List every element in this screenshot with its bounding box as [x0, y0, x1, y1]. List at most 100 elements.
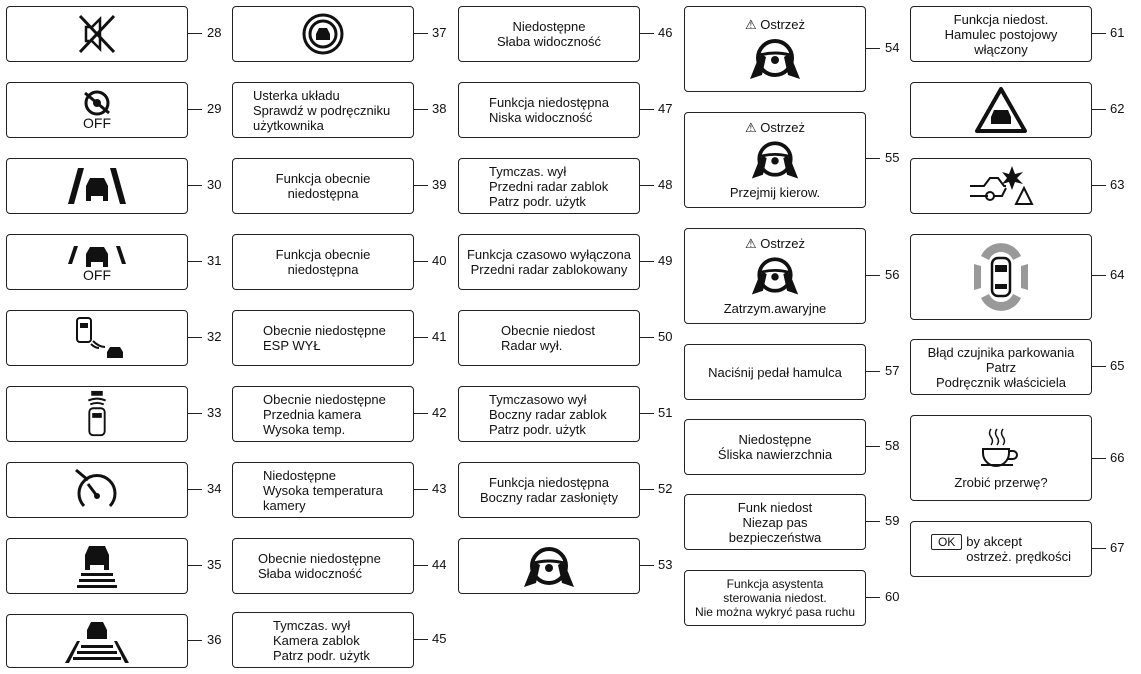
item-67-number: 67 — [1110, 540, 1125, 555]
hands-on-wheel-icon — [751, 257, 799, 295]
item-45-box: Tymczas. wył Kamera zablok Patrz podr. u… — [232, 612, 414, 668]
item-48-box: Tymczas. wył Przedni radar zablok Patrz … — [458, 158, 640, 214]
item-43-box: Niedostępne Wysoka temperatura kamery — [232, 462, 414, 518]
item-53-number: 53 — [658, 557, 673, 572]
item-38-line-1: Usterka układu — [253, 87, 340, 103]
item-57-box: Naciśnij pedał hamulca — [684, 344, 866, 400]
item-62-number: 62 — [1110, 101, 1125, 116]
item-49-box: Funkcja czasowo wyłączona Przedni radar … — [458, 234, 640, 290]
item-40-box: Funkcja obecnie niedostępna — [232, 234, 414, 290]
item-41-number: 41 — [432, 329, 447, 344]
item-46-box: Niedostępne Słaba widoczność — [458, 6, 640, 62]
item-66-number: 66 — [1110, 450, 1125, 465]
item-59-line-1: Funk niedost — [737, 499, 813, 515]
item-64-number: 64 — [1110, 267, 1125, 282]
item-57-number: 57 — [885, 363, 900, 378]
item-66-box: Zrobić przerwę? — [910, 415, 1092, 501]
item-51-line-3: Patrz podr. użytk — [489, 421, 586, 437]
item-30-number: 30 — [207, 177, 222, 192]
item-58-line-2: Śliska nawierzchnia — [717, 447, 833, 462]
item-29-box: OFF — [6, 82, 188, 138]
item-42-number: 42 — [432, 405, 447, 420]
item-45-line-1: Tymczas. wył — [273, 617, 351, 633]
item-67-line-2: ostrzeż. prędkości — [966, 549, 1072, 564]
item-41-line-2: ESP WYŁ — [263, 338, 321, 353]
item-58-box: Niedostępne Śliska nawierzchnia — [684, 419, 866, 475]
item-65-box: Błąd czujnika parkowania Patrz Podręczni… — [910, 339, 1092, 395]
item-52-line-1: Funkcja niedostępna — [489, 475, 609, 490]
item-38-line-2: Sprawdź w podręczniku — [253, 102, 391, 118]
item-62-box — [910, 82, 1092, 138]
item-38-number: 38 — [432, 101, 447, 116]
item-47-line-2: Niska widoczność — [489, 110, 593, 125]
item-54-warning-title: ⚠ Ostrzeż — [744, 16, 806, 32]
item-54-number: 54 — [885, 40, 900, 55]
item-59-line-2: Niezap pas — [742, 514, 808, 530]
car-warning-triangle-icon — [975, 87, 1027, 133]
parking-sensors-icon — [974, 243, 1028, 311]
item-50-number: 50 — [658, 329, 673, 344]
item-40-line-1: Funkcja obecnie — [275, 247, 371, 262]
item-43-number: 43 — [432, 481, 447, 496]
item-47-line-1: Funkcja niedostępna — [489, 95, 609, 110]
item-49-line-1: Funkcja czasowo wyłączona — [466, 247, 632, 262]
item-59-number: 59 — [885, 513, 900, 528]
item-34-number: 34 — [207, 481, 222, 496]
item-42-line-1: Obecnie niedostępne — [263, 391, 386, 407]
item-45-number: 45 — [432, 631, 447, 646]
item-56-label: Zatrzym.awaryjne — [723, 301, 827, 316]
item-44-line-2: Słaba widoczność — [258, 566, 363, 581]
item-44-box: Obecnie niedostępne Słaba widoczność — [232, 538, 414, 594]
item-31-number: 31 — [207, 253, 222, 268]
item-35-box — [6, 538, 188, 594]
item-47-number: 47 — [658, 101, 673, 116]
item-46-line-1: Niedostępne — [512, 19, 586, 34]
item-56-number: 56 — [885, 267, 900, 282]
item-52-line-2: Boczny radar zasłonięty — [479, 490, 618, 505]
item-59-box: Funk niedost Niezap pas bezpieczeństwa — [684, 494, 866, 550]
item-46-line-2: Słaba widoczność — [496, 34, 602, 49]
item-48-line-1: Tymczas. wył — [489, 163, 567, 179]
hands-on-wheel-icon — [524, 547, 574, 587]
item-44-line-1: Obecnie niedostępne — [258, 551, 381, 566]
item-51-line-1: Tymczasowo wył — [489, 391, 587, 407]
car-road-wide-icon — [65, 622, 129, 663]
item-60-line-1: Funkcja asystenta — [726, 577, 824, 591]
item-39-line-2: niedostępna — [287, 186, 359, 201]
item-40-number: 40 — [432, 253, 447, 268]
item-51-number: 51 — [658, 405, 673, 420]
item-43-line-1: Niedostępne — [263, 467, 336, 483]
item-30-box — [6, 158, 188, 214]
lane-keep-car-icon — [68, 168, 126, 204]
item-41-box: Obecnie niedostępne ESP WYŁ — [232, 310, 414, 366]
item-37-box — [232, 6, 414, 62]
item-39-number: 39 — [432, 177, 447, 192]
ok-button[interactable]: OK — [930, 534, 963, 550]
item-42-line-2: Przednia kamera — [263, 406, 362, 422]
item-64-box — [910, 234, 1092, 320]
item-60-number: 60 — [885, 589, 900, 604]
item-36-box — [6, 614, 188, 668]
item-32-box — [6, 310, 188, 366]
item-47-box: Funkcja niedostępna Niska widoczność — [458, 82, 640, 138]
item-56-box: ⚠ Ostrzeż Zatrzym.awaryjne — [684, 228, 866, 324]
item-49-line-2: Przedni radar zablokowany — [470, 262, 628, 277]
steering-assist-off-icon — [84, 90, 110, 116]
item-48-line-3: Patrz podr. użytk — [489, 193, 586, 209]
item-36-number: 36 — [207, 632, 222, 647]
item-65-line-1: Błąd czujnika parkowania — [927, 344, 1075, 360]
item-58-number: 58 — [885, 438, 900, 453]
item-31-off-label: OFF — [83, 267, 111, 283]
item-54-box: ⚠ Ostrzeż — [684, 6, 866, 92]
item-43-line-2: Wysoka temperatura — [263, 482, 383, 498]
collision-warning-icon — [970, 166, 1034, 205]
item-50-box: Obecnie niedost Radar wył. — [458, 310, 640, 366]
item-63-number: 63 — [1110, 177, 1125, 192]
item-61-number: 61 — [1110, 25, 1125, 40]
item-44-number: 44 — [432, 557, 447, 572]
item-43-line-3: kamery — [263, 497, 306, 513]
item-61-line-1: Funkcja niedost. — [953, 11, 1049, 27]
speaker-muted-icon — [78, 14, 116, 54]
item-42-box: Obecnie niedostępne Przednia kamera Wyso… — [232, 386, 414, 442]
item-61-line-3: włączony — [974, 41, 1028, 57]
